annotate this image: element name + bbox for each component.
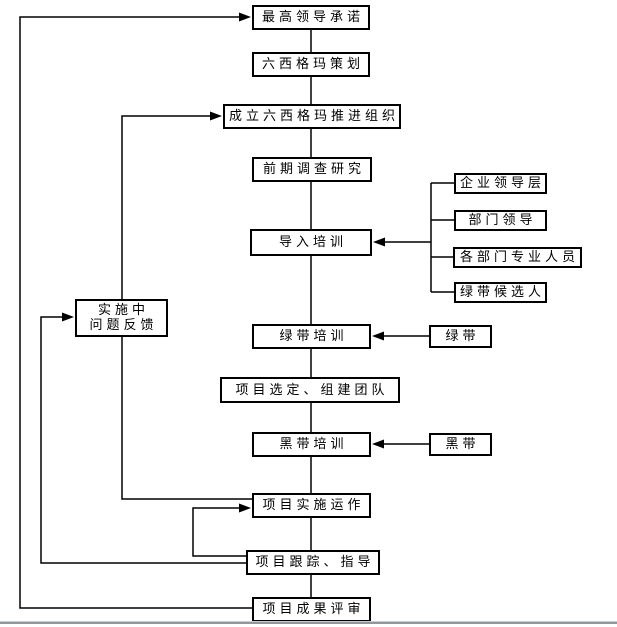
box-green-belt: 绿带 bbox=[429, 325, 492, 348]
feedback-line1: 实施中 bbox=[97, 302, 149, 318]
box-label: 导入培训 bbox=[278, 234, 347, 250]
box-project-implementation: 项目实施运作 bbox=[252, 493, 371, 518]
box-preliminary-research: 前期调查研究 bbox=[252, 157, 372, 182]
box-label: 项目实施运作 bbox=[262, 497, 365, 513]
box-label: 绿带 bbox=[445, 328, 480, 344]
box-label: 项目选定、组建团队 bbox=[235, 381, 389, 397]
box-label: 成立六西格玛推进组织 bbox=[229, 108, 400, 124]
box-establish-promotion-org: 成立六西格玛推进组织 bbox=[223, 104, 401, 129]
feedback-line2: 问题反馈 bbox=[89, 317, 158, 332]
box-label: 项目跟踪、指导 bbox=[255, 554, 375, 570]
box-label: 各部门专业人员 bbox=[459, 249, 579, 265]
window-bottom-border-light bbox=[0, 621, 617, 622]
box-green-belt-training: 绿带培训 bbox=[252, 324, 371, 349]
arrowhead-into-black-training bbox=[372, 439, 384, 449]
arrowhead-into-feedback-box bbox=[62, 312, 74, 322]
participants-tree bbox=[385, 182, 454, 293]
box-label: 项目成果评审 bbox=[262, 601, 365, 617]
arrowhead-into-commitment bbox=[239, 12, 251, 22]
loop-review-to-commitment bbox=[19, 16, 252, 609]
box-intro-training: 导入培训 bbox=[250, 229, 372, 256]
box-label: 前期调查研究 bbox=[262, 161, 365, 177]
box-label: 六西格玛策划 bbox=[261, 56, 364, 72]
arrowhead-into-implementation bbox=[239, 503, 251, 513]
box-project-result-review: 项目成果评审 bbox=[252, 597, 371, 622]
arrowhead-into-green-training bbox=[372, 331, 384, 341]
box-label: 黑带 bbox=[445, 436, 480, 452]
box-implementation-feedback: 实施中 问题反馈 bbox=[75, 299, 168, 337]
loop-tracking-to-feedback bbox=[40, 316, 246, 564]
box-label: 企业领导层 bbox=[460, 175, 546, 191]
box-label: 部门领导 bbox=[468, 212, 537, 228]
box-six-sigma-planning: 六西格玛策划 bbox=[252, 52, 370, 77]
box-label: 最高领导承诺 bbox=[261, 9, 364, 25]
window-bottom-border bbox=[0, 622, 617, 624]
arrowhead-into-intro-training bbox=[373, 237, 385, 247]
box-project-selection-team: 项目选定、组建团队 bbox=[220, 377, 400, 403]
box-enterprise-leadership: 企业领导层 bbox=[454, 173, 547, 194]
box-project-tracking-guidance: 项目跟踪、指导 bbox=[246, 550, 380, 575]
box-black-belt-training: 黑带培训 bbox=[252, 432, 371, 457]
arrowhead-into-org bbox=[210, 111, 222, 121]
loop-tracking-to-implementation bbox=[192, 507, 246, 557]
box-green-belt-candidates: 绿带候选人 bbox=[454, 282, 547, 303]
box-dept-professionals: 各部门专业人员 bbox=[453, 247, 582, 268]
box-department-leaders: 部门领导 bbox=[454, 210, 547, 231]
box-label: 绿带候选人 bbox=[460, 284, 546, 300]
box-top-leadership-commitment: 最高领导承诺 bbox=[252, 5, 370, 30]
box-black-belt: 黑带 bbox=[429, 433, 492, 456]
box-label: 绿带培训 bbox=[279, 328, 348, 344]
box-label: 黑带培训 bbox=[279, 436, 348, 452]
